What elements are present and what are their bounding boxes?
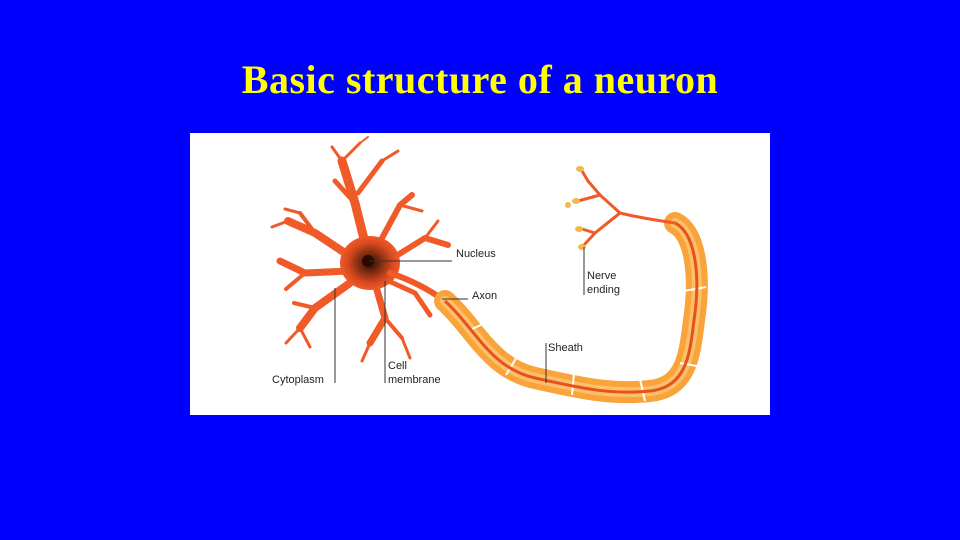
slide-title: Basic structure of a neuron xyxy=(0,56,960,103)
nerve-ending-label-line1: Nerve xyxy=(587,270,616,282)
cytoplasm-label: Cytoplasm xyxy=(272,374,324,386)
axon-label: Axon xyxy=(472,290,497,302)
nerve-ending-label-line2: ending xyxy=(587,284,620,296)
sheath-label: Sheath xyxy=(548,342,583,354)
neuron-illustration: Nucleus Axon Nerve ending Sheath Cytopla… xyxy=(190,133,770,415)
cell-membrane-label-line2: membrane xyxy=(388,374,441,386)
cell-membrane-label-line1: Cell xyxy=(388,360,407,372)
neuron-diagram: Nucleus Axon Nerve ending Sheath Cytopla… xyxy=(190,133,770,415)
nucleus-label: Nucleus xyxy=(456,248,496,260)
terminal-knobs xyxy=(565,166,586,250)
nerve-endings xyxy=(578,171,675,245)
